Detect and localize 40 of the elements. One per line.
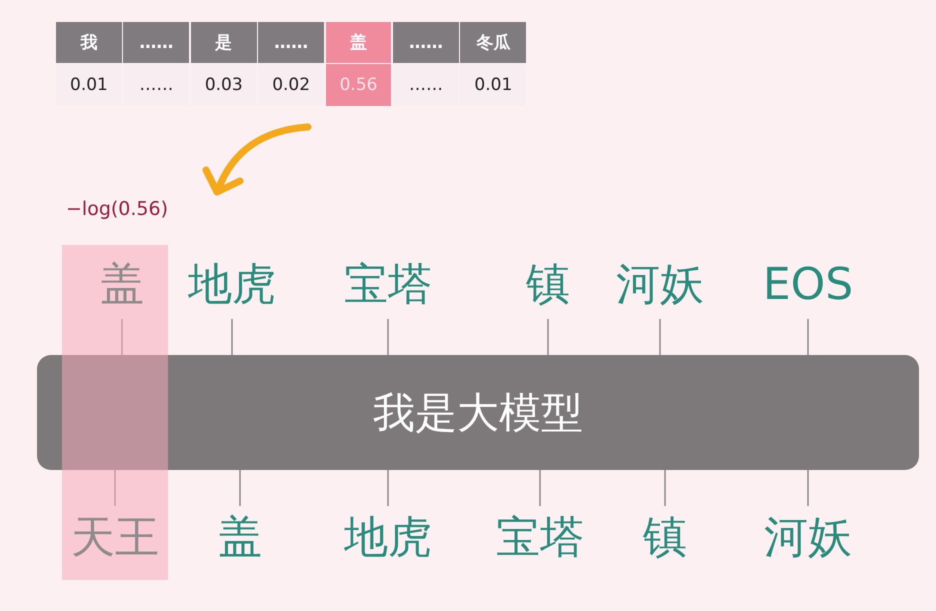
token-text: 河妖 xyxy=(764,510,852,566)
header-cell: …… xyxy=(393,22,459,63)
connector-line xyxy=(807,319,809,355)
token-text: 盖 xyxy=(100,257,144,313)
token-text: EOS xyxy=(762,257,854,313)
connector-line xyxy=(659,319,661,355)
connector-line xyxy=(807,470,809,506)
connector-line xyxy=(547,319,549,355)
header-cell: …… xyxy=(258,22,324,63)
table-cell: 0.03 xyxy=(190,64,257,106)
connector-line xyxy=(539,470,541,506)
token-text: 宝塔 xyxy=(344,257,432,313)
token-text: 天王 xyxy=(71,510,159,566)
connector-line xyxy=(121,319,123,355)
table-cell: 0.56 xyxy=(326,64,392,106)
table-cell: 0.01 xyxy=(56,64,122,106)
table-cell: …… xyxy=(123,64,190,106)
token-text: 镇 xyxy=(643,510,687,566)
connector-line xyxy=(239,470,241,506)
table-cell: 0.01 xyxy=(460,64,526,106)
table-cell: 0.02 xyxy=(258,64,324,106)
header-cell: 是 xyxy=(190,22,257,63)
token-text: 盖 xyxy=(218,510,262,566)
token-text: 镇 xyxy=(526,257,570,313)
header-cell: 我 xyxy=(56,22,122,63)
loss-formula: −log(0.56) xyxy=(66,198,168,220)
connector-line xyxy=(231,319,233,355)
header-cell: …… xyxy=(123,22,190,63)
table-cell: …… xyxy=(393,64,459,106)
token-text: 宝塔 xyxy=(496,510,584,566)
header-cell: 冬瓜 xyxy=(460,22,526,63)
header-cell: 盖 xyxy=(326,22,392,63)
connector-line xyxy=(114,470,116,506)
token-text: 河妖 xyxy=(616,257,704,313)
token-text: 地虎 xyxy=(344,510,432,566)
token-text: 地虎 xyxy=(188,257,276,313)
connector-line xyxy=(664,470,666,506)
connector-line xyxy=(387,319,389,355)
connector-line xyxy=(387,470,389,506)
model-box: 我是大模型 xyxy=(37,355,919,470)
